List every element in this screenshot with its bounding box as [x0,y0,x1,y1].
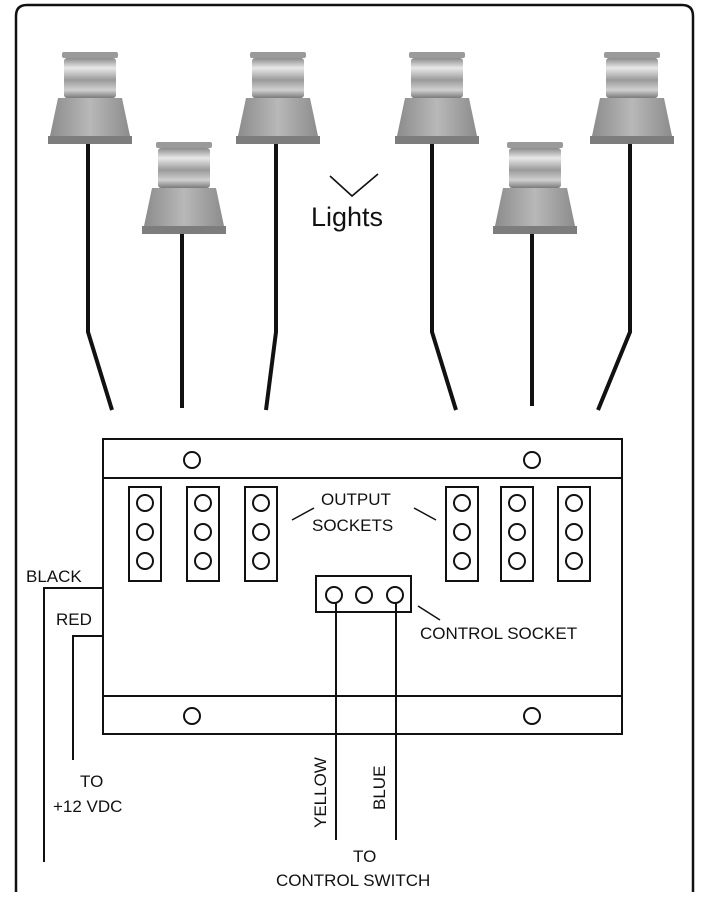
beacon-light-icon [590,52,674,144]
output-socket-2 [186,486,220,582]
output-socket-5 [500,486,534,582]
outer-frame [14,3,695,892]
light-wires [86,140,632,411]
light-wire-6 [596,140,632,411]
mounting-hole [523,451,541,469]
beacon-light-icon [395,52,479,144]
output-sockets-label-line1: OUTPUT [321,490,391,509]
mounting-hole [523,707,541,725]
to-control-switch-line1: TO [353,847,376,866]
to-power-line2: +12 VDC [53,797,122,816]
light-wire-4 [430,140,458,411]
output-socket-3 [244,486,278,582]
lights-label: Lights [311,202,383,232]
output-socket-4 [445,486,479,582]
light-wire-1 [86,140,114,411]
lights-pointer-icon [329,173,379,198]
output-sockets-label-line2: SOCKETS [312,516,393,535]
mounting-holes [183,451,541,725]
mounting-hole [183,451,201,469]
control-socket-pointer [417,605,441,621]
red-wire-label: RED [56,610,92,629]
output-socket-pointers [291,507,437,521]
beacon-light-icon [48,52,132,144]
yellow-wire-label: YELLOW [311,757,330,828]
output-sockets [128,486,591,582]
red-wire [72,635,103,760]
beacon-light-icon [142,142,226,234]
controller-box [102,438,623,735]
blue-wire-label: BLUE [370,766,389,810]
black-wire [43,587,103,862]
to-power-line1: TO [80,772,103,791]
black-wire-label: BLACK [26,567,82,586]
mounting-hole [183,707,201,725]
beacon-light-icon [236,52,320,144]
beacon-light-icon [493,142,577,234]
light-wire-3 [264,140,278,411]
power-wires [43,587,103,862]
to-control-switch-line2: CONTROL SWITCH [276,871,430,890]
control-socket-label: CONTROL SOCKET [420,624,577,643]
output-socket-6 [557,486,591,582]
control-wires [335,603,397,840]
output-socket-1 [128,486,162,582]
